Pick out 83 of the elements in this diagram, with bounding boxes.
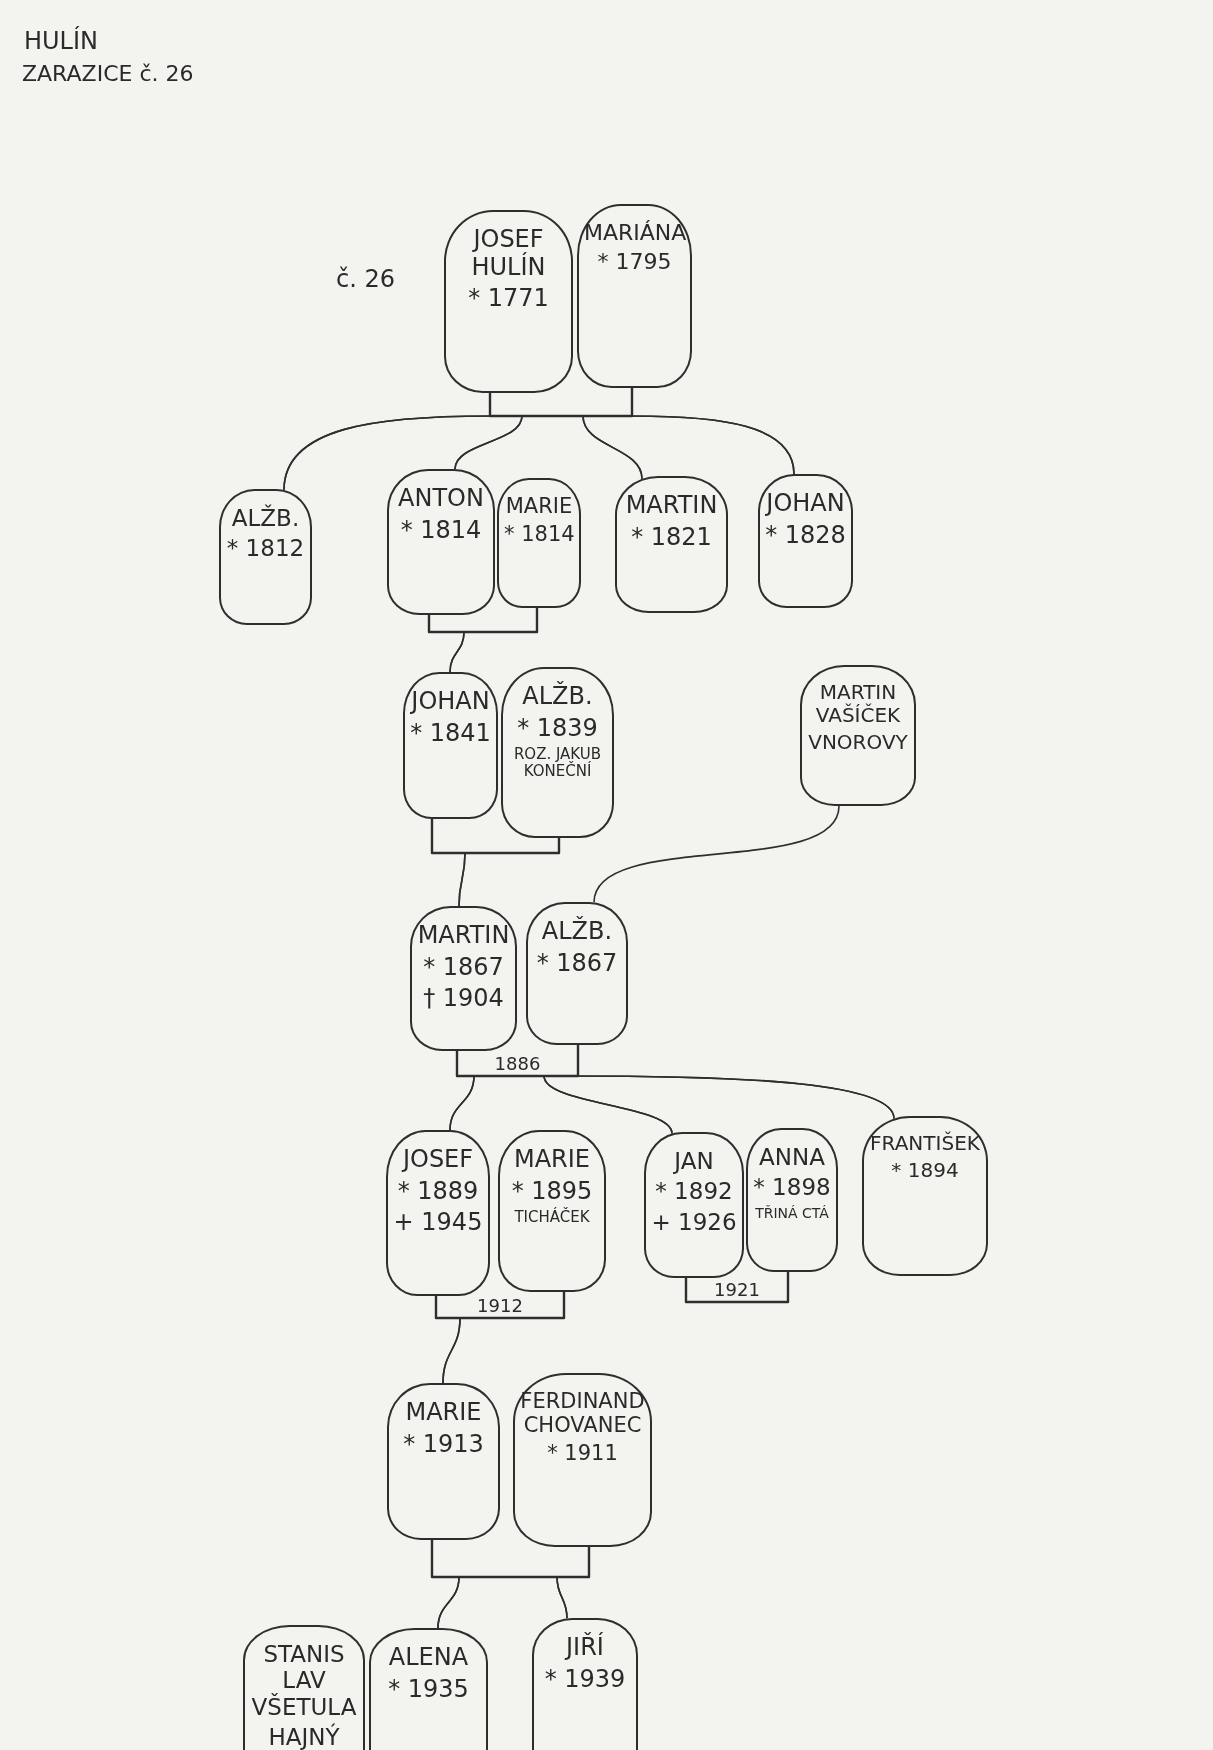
person-box [644,1132,744,1278]
person-box [577,204,692,388]
birth-date: * 1911 [547,1441,618,1466]
person-name: MARIE [505,494,573,519]
birth-date: * 1814 [400,516,482,545]
person-name: MARIE [405,1399,482,1427]
birth-date: * 1913 [403,1430,484,1459]
birth-date: * 1812 [226,535,305,562]
birth-date: * 1867 [423,953,504,982]
person-name: MARTIN [625,492,718,520]
maiden-name-note: ROZ. JAKUB KONEČNÍ [512,746,603,781]
person-box [746,1128,838,1272]
person-name: ANTON [398,485,484,513]
person-box [758,474,853,608]
person-name: ALŽB. [541,918,613,946]
birth-date: * 1821 [631,523,712,552]
death-date: † 1904 [423,985,504,1013]
marriage-bracket [430,819,561,855]
descent-line [593,805,840,904]
person-name: FRANTIŠEK [870,1132,980,1155]
birth-date: * 1894 [891,1159,959,1182]
marriage-bracket [434,1292,566,1320]
birth-date: * 1841 [410,719,491,748]
person-box [526,902,628,1045]
birth-date: * 1892 [655,1178,733,1205]
person-name: MARTIN VAŠÍČEK [814,681,902,727]
person-box [386,1130,490,1296]
surname: TICHÁČEK [514,1209,590,1227]
marriage-bracket [455,1045,580,1078]
person-name: JOHAN [766,490,845,518]
person-name: ALŽB. [231,505,300,532]
person-box [615,476,728,613]
person-name: ALŽB. [522,683,593,711]
person-name: JOSEF HULÍN [470,226,547,282]
person-name: JOHAN [411,688,490,716]
house-number-label: č. 26 [336,266,395,293]
person-box [498,1130,606,1292]
occupation: HAJNÝ [268,1724,340,1750]
birth-date: * 1898 [753,1174,831,1201]
person-name: MARTIN [417,922,510,950]
marriage-bracket [488,388,634,418]
person-name: JIŘÍ [566,1634,604,1662]
birth-date: * 1795 [597,249,672,275]
person-name: JAN [674,1148,714,1175]
birth-date: * 1889 [397,1177,479,1206]
person-name: MARIÁNA [584,220,685,246]
person-box [410,906,517,1051]
birth-date: * 1828 [765,521,846,550]
birth-date: * 1895 [511,1177,593,1206]
marriage-bracket [427,608,539,634]
person-box [369,1628,488,1750]
person-name: FERDINAND CHOVANEC [520,1389,645,1438]
person-name: MARIE [513,1146,590,1174]
surname: TŘINÁ CTÁ [755,1204,829,1221]
person-box [387,1383,500,1540]
place-name: VNOROVY [808,731,908,754]
person-name: STANIS LAV VŠETULA [250,1641,358,1721]
death-date: + 1926 [651,1208,737,1236]
birth-date: * 1771 [468,285,549,313]
birth-date: * 1839 [517,714,598,743]
marriage-bracket [684,1272,790,1304]
death-date: + 1945 [393,1209,483,1237]
birth-date: * 1939 [544,1665,626,1694]
person-name: JOSEF [402,1146,474,1174]
birth-date: * 1814 [504,522,574,547]
birth-date: * 1867 [536,949,618,978]
person-box [501,667,614,838]
marriage-bracket [430,1540,591,1579]
person-box [800,665,916,806]
place-label: ZARAZICE č. 26 [22,62,194,87]
person-box [219,489,312,625]
person-box [403,672,498,819]
person-box [513,1373,652,1547]
person-box [444,210,573,393]
person-box [862,1116,988,1276]
person-name: ANNA [759,1144,825,1171]
birth-date: * 1935 [388,1675,469,1704]
person-name: ALENA [388,1644,469,1672]
person-box [497,478,581,608]
person-box [532,1618,638,1750]
title: HULÍN [24,28,98,55]
person-box [387,469,495,615]
person-box [243,1625,365,1750]
